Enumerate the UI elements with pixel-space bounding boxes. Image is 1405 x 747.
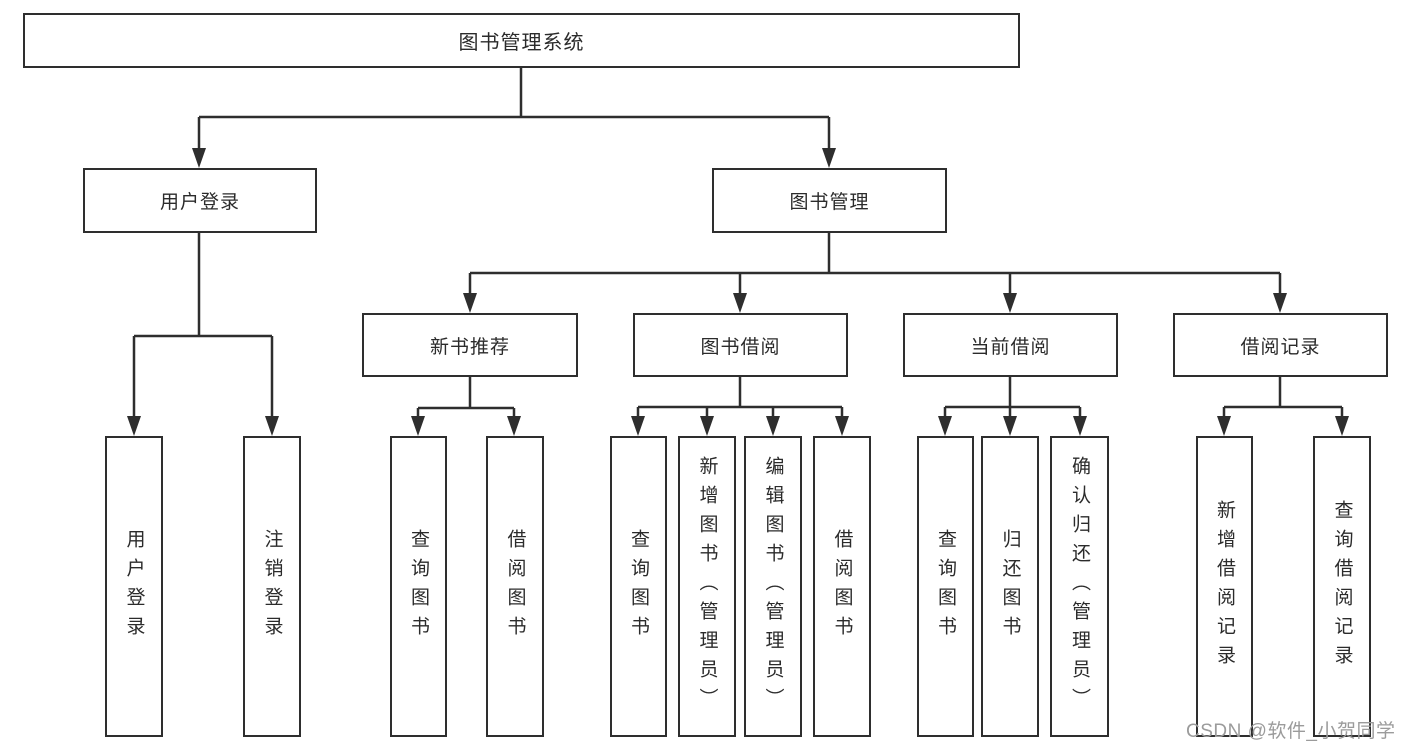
node-new-book-recommend: 新书推荐 [362,313,578,377]
node-label: 图书借阅 [700,336,781,358]
node-book-management: 图书管理 [712,168,947,233]
node-label: 查询图书 [628,528,649,645]
node-label: 查询图书 [935,528,956,645]
leaf-borrow-edit-books-admin: 编辑图书（管理员） [744,436,802,737]
leaf-current-query-books: 查询图书 [917,436,974,737]
leaf-current-confirm-return-admin: 确认归还（管理员） [1050,436,1109,737]
leaf-borrow-borrow-books: 借阅图书 [813,436,871,737]
node-label: 当前借阅 [970,336,1051,358]
leaf-current-return-books: 归还图书 [981,436,1039,737]
node-label: 查询借阅记录 [1331,499,1353,674]
leaf-logout: 注销登录 [243,436,301,737]
node-label: 确认归还（管理员） [1069,456,1090,717]
leaf-records-query-borrow-record: 查询借阅记录 [1313,436,1371,737]
node-label: 借阅图书 [831,528,853,645]
node-borrowing-records: 借阅记录 [1173,313,1388,377]
node-label: 编辑图书（管理员） [762,456,784,717]
node-label: 图书管理系统 [458,32,585,54]
node-label: 归还图书 [999,528,1021,645]
leaf-records-add-borrow-record: 新增借阅记录 [1196,436,1253,737]
leaf-borrow-add-books-admin: 新增图书（管理员） [678,436,736,737]
node-label: 查询图书 [408,528,429,645]
node-label: 用户登录 [159,192,240,213]
node-library-management-system: 图书管理系统 [23,13,1020,68]
node-label: 借阅图书 [504,528,526,645]
csdn-watermark: CSDN @软件_小贺同学 [1186,721,1396,742]
node-label: 图书管理 [789,192,870,213]
node-label: 用户登录 [123,528,145,645]
leaf-recommend-query-books: 查询图书 [390,436,447,737]
node-current-borrowing: 当前借阅 [903,313,1118,377]
leaf-recommend-borrow-books: 借阅图书 [486,436,544,737]
node-label: 借阅记录 [1240,336,1321,358]
node-label: 注销登录 [261,528,283,645]
node-label: 新增借阅记录 [1214,499,1235,674]
leaf-borrow-query-books: 查询图书 [610,436,667,737]
node-label: 新增图书（管理员） [696,456,718,717]
node-book-borrowing: 图书借阅 [633,313,848,377]
node-user-login: 用户登录 [83,168,317,233]
leaf-user-login: 用户登录 [105,436,163,737]
node-label: 新书推荐 [429,336,510,358]
